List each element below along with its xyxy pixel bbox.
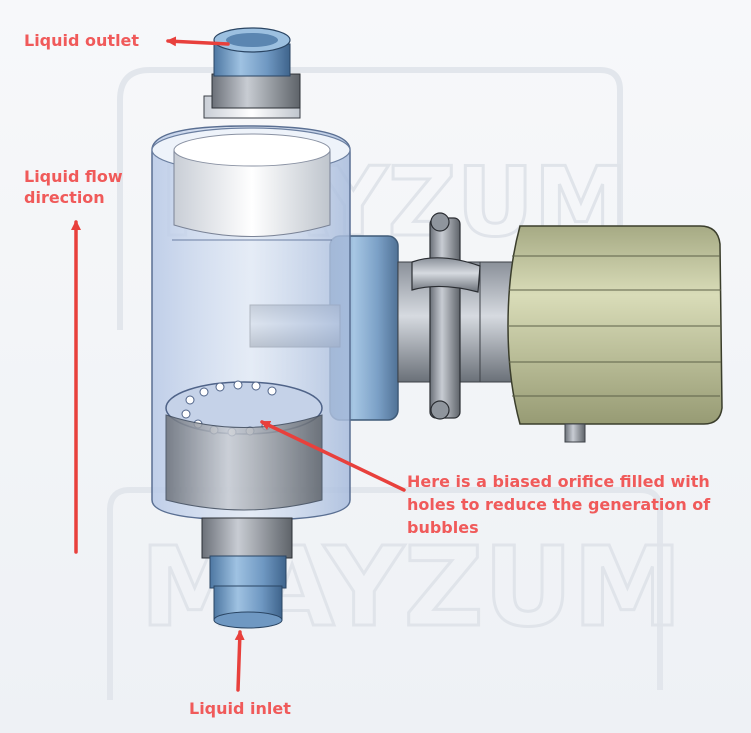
annotation-arrows [71,36,406,692]
arrow-outlet [166,36,230,47]
motor-housing [477,225,723,443]
arrow-orifice [260,420,406,492]
main-body [151,125,351,521]
arrow-inlet [234,630,245,692]
label-liquid-outlet: Liquid outlet [24,31,140,50]
label-liquid-flow-direction: Liquid flow direction [24,166,123,208]
inlet-fitting [201,517,293,629]
label-flow-line1: Liquid flow [24,167,123,186]
tri-clamp [411,212,481,420]
outlet-fitting [203,27,301,119]
watermark-logo [107,67,663,700]
label-flow-line2: direction [24,188,105,207]
label-liquid-inlet: Liquid inlet [189,699,291,718]
label-biased-orifice: Here is a biased orifice filled with hol… [407,472,711,537]
